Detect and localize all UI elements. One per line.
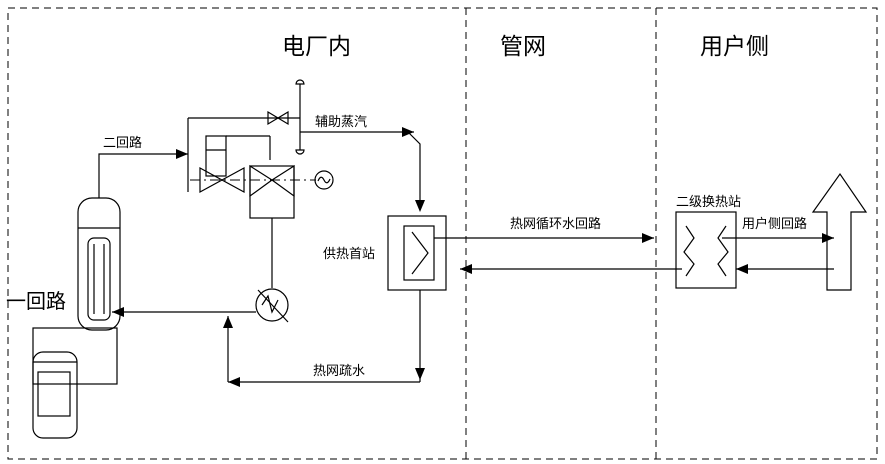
secondary-station-label: 二级换热站 [676,195,741,210]
user-return-arrow [736,264,748,274]
circ-supply-arrow [642,233,654,243]
drain-left-arrow [228,377,240,387]
aux-steam-arrow-down [415,200,425,212]
heat-station-label: 供热首站 [323,247,375,262]
primary-loop-label: 一回路 [6,289,66,313]
secondary-loop-line [98,153,188,198]
aux-steam-cap-top [295,79,305,85]
zone-title-user-side: 用户侧 [700,34,769,60]
condenser-heat-exchanger [255,288,289,323]
aux-steam-down-line [407,131,421,200]
circ-loop-label: 热网循环水回路 [510,216,601,232]
aux-steam-label: 辅助蒸汽 [315,115,367,130]
circ-return-arrow [460,264,472,274]
condensate-return-arrow [112,307,124,317]
secondary-heat-station [675,211,737,289]
generator-symbol [314,170,334,190]
control-valve-group [205,135,271,177]
zone-title-network: 管网 [500,34,546,60]
drain-down-arrow [415,368,425,380]
user-supply-arrow [822,233,834,243]
primary-pipe-box [32,327,118,385]
reactor-vessel [32,351,78,439]
aux-steam-cap-bottom [295,149,305,155]
secondary-loop-arrow [176,149,188,159]
user-side-big-arrow [811,172,868,291]
steam-generator [77,197,121,331]
user-loop-label: 用户侧回路 [742,216,807,232]
lp-turbine [249,164,295,219]
hp-turbine [199,166,245,194]
outer-frame [7,7,878,460]
zone-title-plant: 电厂内 [282,34,351,60]
primary-heat-station [387,215,447,291]
secondary-loop-label: 二回路 [103,135,142,151]
drain-label: 热网疏水 [313,364,365,379]
drain-up-arrow [223,316,233,328]
aux-steam-valve [267,110,289,126]
